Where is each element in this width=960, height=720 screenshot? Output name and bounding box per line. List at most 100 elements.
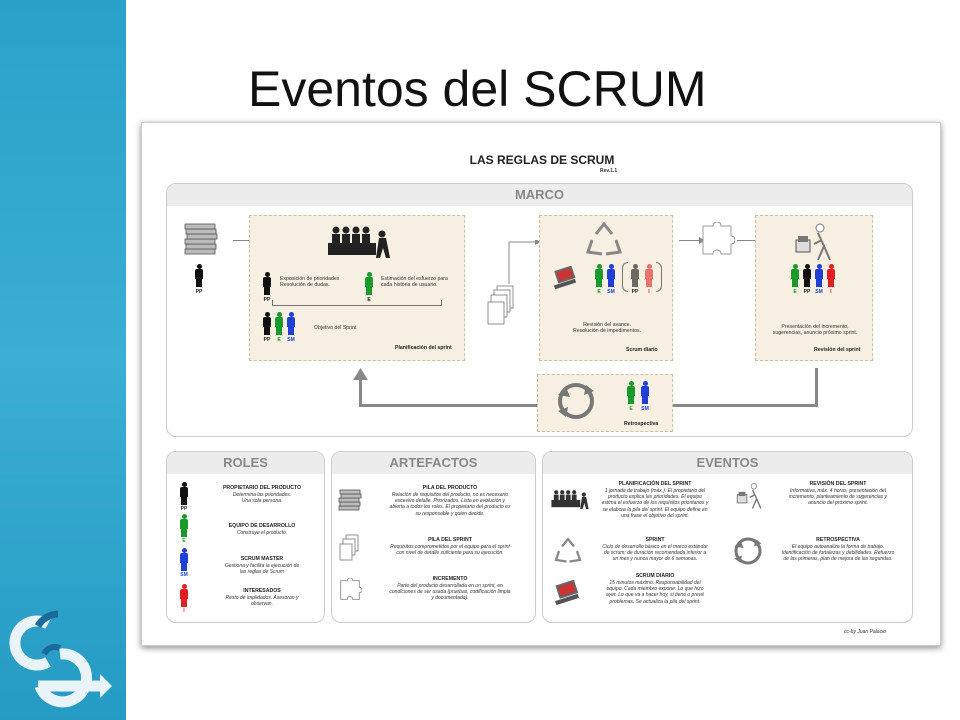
- paren-right: [656, 262, 662, 292]
- person-i: [644, 264, 654, 288]
- objective-text: Objetivo del Sprint: [314, 325, 357, 331]
- laptop-icon: [553, 266, 577, 290]
- person-i: [179, 584, 189, 608]
- review-box: E PP SM I Presentación del incremento,su…: [755, 215, 873, 361]
- event-title: REVISIÓN DEL SPRINT: [809, 481, 867, 487]
- pp-label: PP: [263, 297, 271, 303]
- role-desc: Determina las prioridades.Una sola perso…: [232, 492, 292, 505]
- retro-cycle-icon: [734, 537, 762, 565]
- person-e: [274, 312, 284, 336]
- meeting-icon: [328, 226, 390, 258]
- role-tag: PP: [180, 506, 188, 512]
- flow-arrow-up: [508, 240, 541, 284]
- event-desc: El equipo autoanaliza la forma de trabaj…: [781, 544, 895, 563]
- marco-header: MARCO: [167, 184, 912, 206]
- e-label: E: [629, 406, 633, 412]
- role-tag: SM: [180, 572, 188, 578]
- pp-label: PP: [803, 289, 811, 295]
- person-e: [179, 514, 189, 538]
- event-title: PLANIFICACIÓN DEL SPRINT: [618, 481, 692, 487]
- presenter-icon: [736, 483, 762, 509]
- role-title: PROPIETARIO DEL PRODUCTO: [222, 485, 302, 491]
- review-text: Presentación del incremento,sugerencias,…: [772, 324, 858, 337]
- event-desc: Ciclo de desarrollo básico en el marco e…: [602, 544, 708, 563]
- role-tag: I: [183, 608, 185, 614]
- artefact-title: PILA DEL SPRINT: [428, 537, 472, 543]
- figure-revision: Rev.1.1: [600, 168, 618, 174]
- artefact-desc: Parte del producto desarrollada en un sp…: [389, 583, 511, 602]
- event-title: RETROSPECTIVA: [816, 537, 860, 543]
- artefact-title: PILA DEL PRODUCTO: [422, 485, 478, 491]
- sm-label: SM: [287, 337, 295, 343]
- arrowhead-up-icon: [353, 368, 368, 380]
- puzzle-piece-icon: [702, 222, 735, 255]
- event-title: SPRINT: [645, 537, 665, 543]
- pp-label: PP: [195, 289, 203, 295]
- flow-arrow: [679, 240, 701, 241]
- i-label: I: [830, 289, 832, 295]
- artefact-desc: Requisitos comprometidos por el equipo p…: [390, 544, 510, 557]
- roles-section: ROLES PP PROPIETARIO DEL PRODUCTO Determ…: [166, 451, 325, 623]
- e-label: E: [793, 289, 797, 295]
- puzzle-piece-icon: [340, 578, 362, 600]
- person-e: [626, 381, 636, 405]
- retro-cycle-icon: [558, 383, 594, 419]
- loop-line: [815, 368, 818, 406]
- person-sm: [606, 264, 616, 288]
- pp-label: PP: [631, 289, 639, 295]
- paper-stack-icon: [338, 489, 362, 511]
- person-e: [594, 264, 604, 288]
- documents-icon: [339, 534, 359, 561]
- daily-text: Revisión del avance.Resolución de impedi…: [572, 322, 642, 335]
- bracket-line: [272, 300, 442, 306]
- artefact-desc: Relación de requisitos del producto, no …: [389, 492, 511, 517]
- events-header: EVENTOS: [543, 452, 912, 474]
- events-section: EVENTOS PLANIFICACIÓN DEL SPRINT 1 jorna…: [542, 451, 913, 623]
- role-title: EQUIPO DE DESARROLLO: [228, 523, 296, 529]
- person-sm: [179, 548, 189, 572]
- i-label: I: [648, 289, 650, 295]
- sm-label: SM: [815, 289, 823, 295]
- event-desc: 1 jornada de trabajo (máx.). El propieta…: [601, 488, 709, 519]
- person-sm: [814, 264, 824, 288]
- person-pp: [262, 312, 272, 336]
- person-pp: [630, 264, 640, 288]
- person-sm: [286, 312, 296, 336]
- documents-icon: [487, 285, 514, 325]
- planning-label: Planificación del sprint: [395, 345, 452, 351]
- role-title: SCRUM MASTER: [240, 556, 284, 562]
- artefact-title: INCREMENTO: [432, 576, 468, 582]
- e-label: E: [597, 289, 601, 295]
- person-i: [826, 264, 836, 288]
- e-label: E: [277, 337, 281, 343]
- arrowhead-icon: [699, 237, 705, 244]
- role-title: INTERESADOS: [243, 588, 281, 594]
- review-label: Revisión del sprint: [814, 347, 861, 353]
- pp-label: PP: [263, 337, 271, 343]
- retrospective-label: Retrospectiva: [624, 421, 659, 427]
- figure-title: LAS REGLAS DE SCRUM: [469, 153, 615, 167]
- person-pp: [194, 264, 204, 288]
- laptop-icon: [555, 580, 579, 606]
- role-tag: E: [182, 538, 186, 544]
- person-e: [364, 272, 374, 296]
- daily-label: Scrum diario: [626, 347, 658, 353]
- person-pp: [262, 272, 272, 296]
- artefacts-header: ARTEFACTOS: [332, 452, 535, 474]
- scrum-rules-figure: LAS REGLAS DE SCRUM Rev.1.1 MARCO PP PP …: [141, 122, 941, 646]
- person-e: [790, 264, 800, 288]
- event-desc: Informativa, máx. 4 horas, presentación …: [788, 488, 888, 507]
- loop-line: [359, 378, 362, 407]
- figure-credit: cc-by Juan Palacio: [844, 629, 886, 635]
- meeting-icon: [551, 490, 589, 509]
- sm-label: SM: [641, 406, 649, 412]
- daily-scrum-box: E SM PP I Revisión del avance.Resolución…: [539, 215, 673, 361]
- recycle-icon: [586, 221, 622, 256]
